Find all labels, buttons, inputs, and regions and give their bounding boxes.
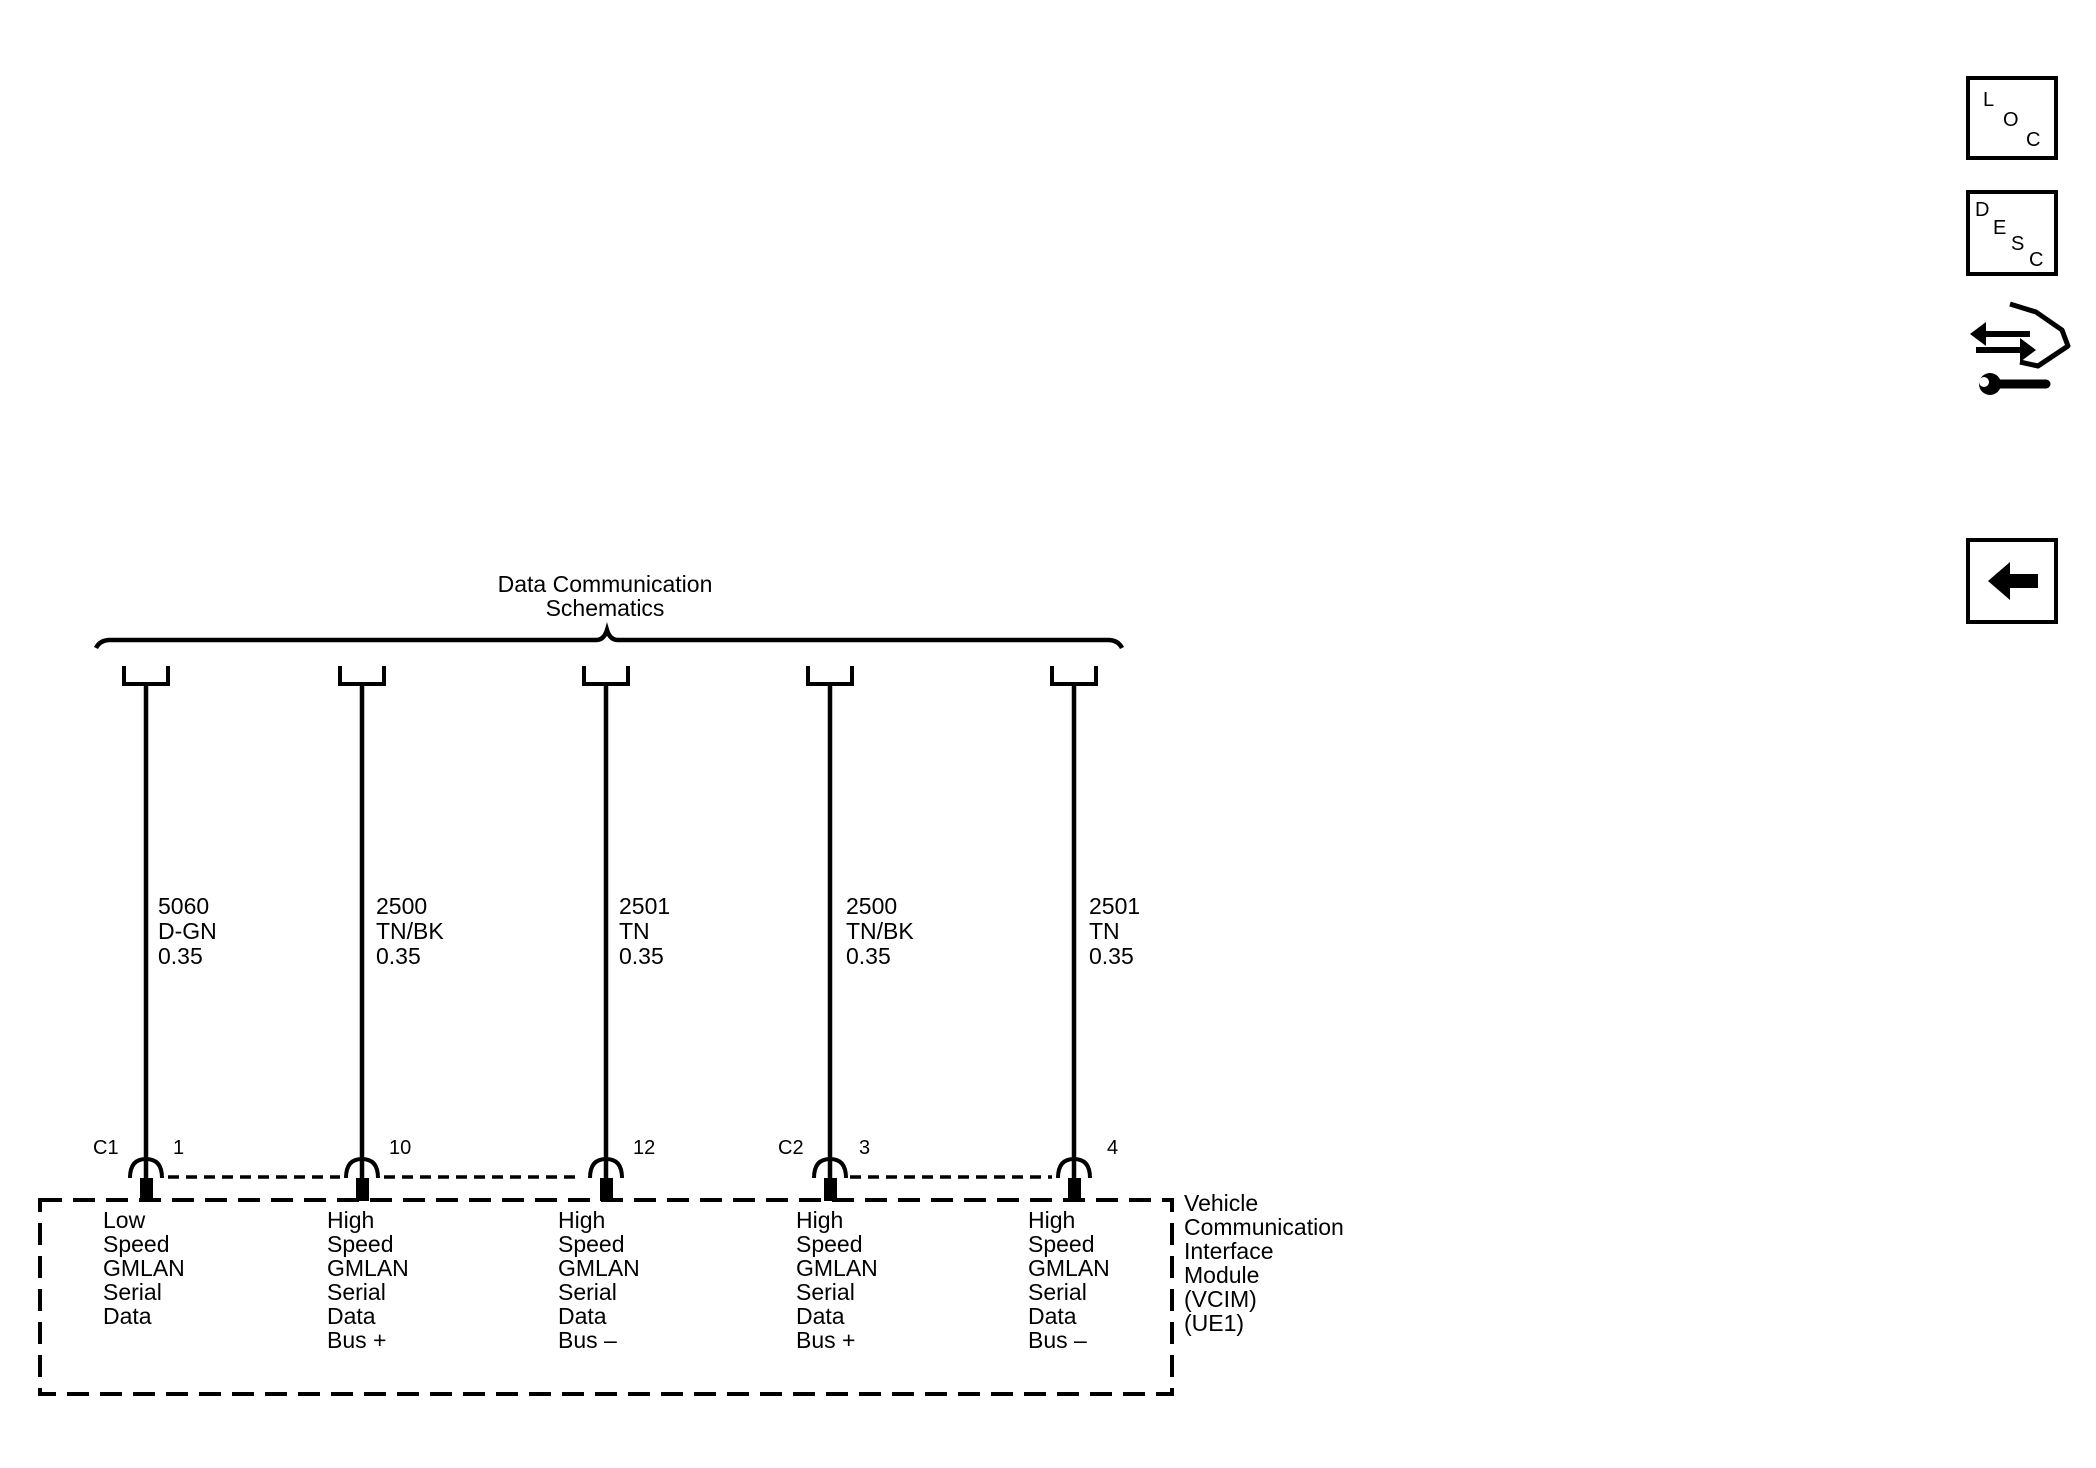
harness-terminal [1050, 666, 1098, 686]
connector-label: C2 [778, 1137, 804, 1159]
location-icon [1966, 76, 2058, 160]
connector-cavity-icon [344, 1156, 380, 1179]
pin-function-line: High [796, 1207, 843, 1233]
module-pin [1068, 1178, 1081, 1201]
wire-3[interactable]: 2501 TN 0.35 12 High Speed GMLAN Serial … [558, 666, 670, 1353]
pin-function-line: GMLAN [103, 1255, 185, 1281]
wire-color: TN/BK [846, 918, 914, 944]
repair-button[interactable] [1970, 301, 2071, 395]
pin-function-line: Data [327, 1303, 376, 1329]
hand-wrench-icon [1970, 301, 2071, 395]
connector-label: C1 [93, 1137, 119, 1159]
pin-function-line: High [1028, 1207, 1075, 1233]
pin-function-line: Speed [327, 1231, 394, 1257]
location-letter: O [2003, 109, 2019, 131]
pin-function-line: Bus – [558, 1327, 617, 1353]
description-letter: S [2011, 233, 2024, 255]
wire-color: TN [619, 918, 650, 944]
pin-number: 4 [1107, 1137, 1118, 1159]
harness-brace [93, 622, 1125, 650]
description-letter: E [1993, 217, 2006, 239]
harness-title-line2: Schematics [546, 595, 665, 621]
module-pin [600, 1178, 613, 1201]
wire-1[interactable]: 5060 D-GN 0.35 1 C1 Low Speed GMLAN Seri… [93, 666, 217, 1329]
module-name: Vehicle Communication Interface Module (… [1184, 1190, 1344, 1336]
location-button[interactable]: L O C [1966, 76, 2058, 160]
module-name-line: Interface [1184, 1238, 1274, 1264]
description-icon [1966, 190, 2058, 276]
pin-function-line: Data [1028, 1303, 1077, 1329]
wire-gauge: 0.35 [846, 943, 891, 969]
module-name-line: (VCIM) [1184, 1286, 1257, 1312]
pin-function-line: Low [103, 1207, 146, 1233]
connector-cavity-icon [1056, 1156, 1092, 1179]
pin-function-line: GMLAN [1028, 1255, 1110, 1281]
harness-terminal [122, 666, 170, 686]
pin-number: 12 [633, 1137, 655, 1159]
pin-function-line: Speed [1028, 1231, 1095, 1257]
pin-function-line: GMLAN [558, 1255, 640, 1281]
wire-gauge: 0.35 [376, 943, 421, 969]
location-letter: L [1983, 89, 1994, 111]
wire-color: TN [1089, 918, 1120, 944]
harness-title-line1: Data Communication [498, 571, 713, 597]
module-pin [356, 1178, 369, 1201]
pin-number: 10 [389, 1137, 411, 1159]
pin-function-line: Bus + [796, 1327, 855, 1353]
pin-function-line: GMLAN [327, 1255, 409, 1281]
pin-function-line: Data [796, 1303, 845, 1329]
pin-function-line: GMLAN [796, 1255, 878, 1281]
module-name-line: Module [1184, 1262, 1259, 1288]
description-letter: C [2029, 249, 2043, 271]
wire-circuit-number: 2500 [846, 893, 897, 919]
module-name-line: (UE1) [1184, 1310, 1244, 1336]
description-letter: D [1975, 199, 1989, 221]
wire-circuit-number: 5060 [158, 893, 209, 919]
wire-circuit-number: 2501 [619, 893, 670, 919]
wire-gauge: 0.35 [158, 943, 203, 969]
module-pin [140, 1178, 153, 1201]
location-letter: C [2026, 129, 2040, 151]
pin-function-line: Speed [558, 1231, 625, 1257]
harness-terminal [582, 666, 630, 686]
module-name-line: Vehicle [1184, 1190, 1258, 1216]
connector-cavity-icon [812, 1156, 848, 1179]
pin-function-line: High [558, 1207, 605, 1233]
connector-cavity-icon [128, 1156, 164, 1179]
wire-gauge: 0.35 [1089, 943, 1134, 969]
pin-function-line: Speed [796, 1231, 863, 1257]
wire-circuit-number: 2501 [1089, 893, 1140, 919]
pin-function-line: Serial [796, 1279, 855, 1305]
pin-function-line: Data [103, 1303, 152, 1329]
arrow-left-icon [1988, 562, 2038, 600]
pin-function-line: High [327, 1207, 374, 1233]
pin-number: 3 [859, 1137, 870, 1159]
pin-function-line: Speed [103, 1231, 170, 1257]
connector-cavity-icon [588, 1156, 624, 1179]
pin-function-line: Serial [103, 1279, 162, 1305]
pin-function-line: Serial [558, 1279, 617, 1305]
wire-2[interactable]: 2500 TN/BK 0.35 10 High Speed GMLAN Seri… [327, 666, 444, 1353]
back-button[interactable] [1966, 538, 2058, 624]
pin-function-line: Serial [1028, 1279, 1087, 1305]
harness-terminal [338, 666, 386, 686]
harness-terminal [806, 666, 854, 686]
description-button[interactable]: D E S C [1966, 190, 2058, 276]
pin-number: 1 [173, 1137, 184, 1159]
pin-function-line: Serial [327, 1279, 386, 1305]
wire-4[interactable]: 2500 TN/BK 0.35 3 C2 High Speed GMLAN Se… [778, 666, 914, 1353]
wire-color: D-GN [158, 918, 217, 944]
module-name-line: Communication [1184, 1214, 1344, 1240]
module-pin [824, 1178, 837, 1201]
wire-5[interactable]: 2501 TN 0.35 4 High Speed GMLAN Serial D… [1028, 666, 1140, 1353]
wire-circuit-number: 2500 [376, 893, 427, 919]
pin-function-line: Bus + [327, 1327, 386, 1353]
wire-color: TN/BK [376, 918, 444, 944]
wire-gauge: 0.35 [619, 943, 664, 969]
pin-function-line: Data [558, 1303, 607, 1329]
pin-function-line: Bus – [1028, 1327, 1087, 1353]
